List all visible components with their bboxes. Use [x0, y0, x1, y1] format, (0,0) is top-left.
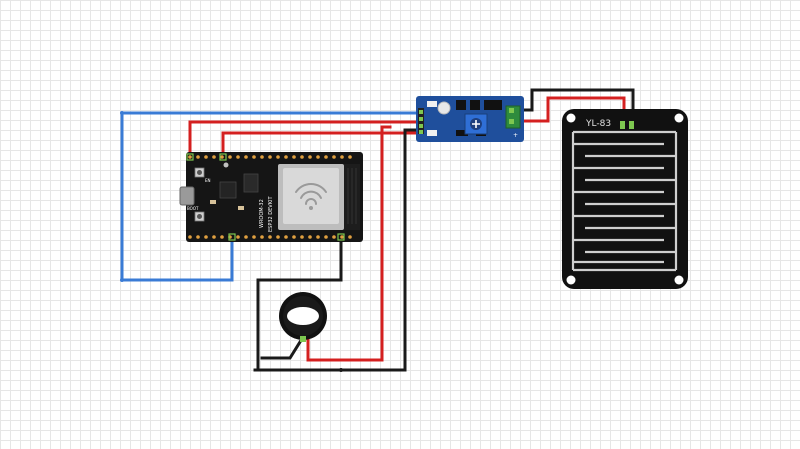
esp32-led: [223, 162, 229, 168]
module-smd-2: [427, 130, 437, 136]
mount-hole-bl: [566, 275, 576, 285]
wire-ground-module[interactable]: [253, 128, 423, 372]
wire-power-buzzer-drop[interactable]: [306, 125, 392, 362]
wire-sensor-black[interactable]: [510, 88, 635, 130]
module-pin-ao[interactable]: [419, 124, 423, 128]
terminal-plus-mark: +: [513, 132, 518, 139]
mount-hole-tl: [566, 113, 576, 123]
esp32-usb-chip: [219, 181, 237, 199]
piezo-buzzer-icon[interactable]: [279, 292, 327, 342]
wire-ground-buzzer[interactable]: [260, 339, 303, 360]
module-smd-1: [427, 101, 437, 107]
wifi-icon: [295, 183, 327, 205]
rain-sensor-module-icon: +: [416, 96, 524, 142]
en-button-label: EN: [205, 178, 211, 183]
pin-highlight-vin: [186, 153, 194, 161]
junction-dot-blue-2: [120, 278, 124, 282]
esp32-resistor-1: [210, 200, 216, 204]
sensor-pin-left[interactable]: [620, 121, 625, 129]
boot-button-label: BOOT: [187, 206, 199, 211]
module-pin-do[interactable]: [419, 110, 423, 114]
terminal-pin-1[interactable]: [509, 108, 514, 113]
sensor-traces: [571, 130, 678, 272]
usb-port: [179, 186, 195, 206]
junction-dot: [339, 368, 343, 372]
wifi-icon-dot: [309, 206, 313, 210]
sensor-pin-right[interactable]: [629, 121, 634, 129]
boot-button-cap: [197, 214, 202, 219]
potentiometer-cross-icon: [472, 120, 480, 128]
esp32-resistor-2: [238, 206, 244, 210]
module-led: [437, 101, 451, 115]
module-chip: [456, 100, 466, 110]
esp32-top-pin-row: [188, 155, 352, 159]
sensor-label: YL-83: [585, 119, 611, 129]
esp32-model-label: ESP32 DEVKIT: [268, 196, 274, 232]
junction-dot-blue: [120, 111, 124, 115]
yl-83-sensor-plate-icon: YL-83: [562, 109, 688, 289]
pin-highlight-gnd: [337, 233, 345, 241]
antenna-trace: [347, 168, 357, 224]
esp32-devkit-board-icon: EN BOOT WROOM-32 ESP32 DEVKIT: [179, 152, 363, 242]
esp32-bottom-pin-row: [188, 235, 352, 239]
pin-highlight-gpio: [228, 233, 236, 241]
buzzer-pin: [300, 336, 306, 342]
esp32-brand-label: WROOM-32: [259, 199, 265, 228]
module-chip-2: [470, 100, 480, 110]
mount-hole-br: [674, 275, 684, 285]
wire-sensor-red[interactable]: [510, 96, 626, 130]
module-pin-gnd[interactable]: [419, 130, 423, 134]
pin-highlight-3v3: [219, 153, 227, 161]
mount-hole-tr: [674, 113, 684, 123]
module-smd-3: [456, 130, 468, 136]
terminal-pin-2[interactable]: [509, 119, 514, 124]
module-pin-vcc[interactable]: [419, 117, 423, 121]
wire-power-esp[interactable]: [188, 120, 420, 159]
module-comparator: [484, 100, 502, 110]
wire-ground-esp[interactable]: [256, 236, 343, 372]
esp32-regulator: [243, 173, 259, 193]
en-button-cap: [197, 170, 202, 175]
